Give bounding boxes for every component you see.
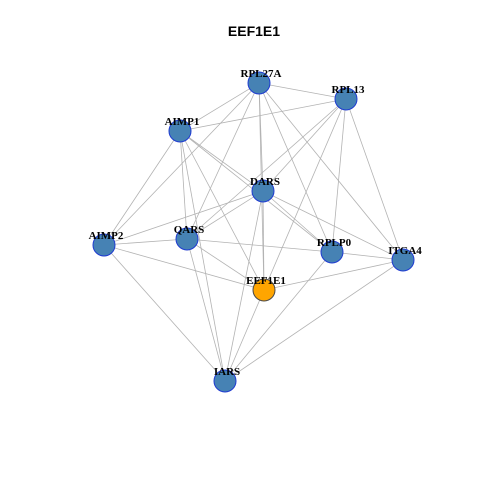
edge-aimp2-eef1e1 <box>103 244 265 291</box>
edge-rpl27a-rplp0 <box>258 82 333 253</box>
edge-qars-eef1e1 <box>186 238 265 291</box>
edge-rpl27a-rpl13 <box>258 82 347 100</box>
node-label-iars: IARS <box>214 366 240 378</box>
edge-dars-qars <box>186 190 264 240</box>
edge-dars-aimp2 <box>103 190 264 246</box>
node-label-qars: QARS <box>174 224 205 236</box>
node-label-dars: DARS <box>250 176 280 188</box>
node-rplp0 <box>320 240 344 264</box>
edge-dars-itga4 <box>262 190 404 261</box>
edge-aimp1-dars <box>179 130 264 192</box>
node-aimp2 <box>92 233 116 257</box>
edge-layer <box>103 82 404 382</box>
edge-dars-rplp0 <box>262 190 333 253</box>
edge-rpl27a-aimp2 <box>103 82 260 246</box>
node-label-rpl13: RPL13 <box>332 84 366 96</box>
node-label-rpl27a: RPL27A <box>241 68 282 80</box>
edge-rplp0-iars <box>224 251 333 382</box>
node-eef1e1 <box>252 278 276 302</box>
node-itga4 <box>391 248 415 272</box>
node-qars <box>175 227 199 251</box>
edge-rpl13-aimp1 <box>179 98 347 132</box>
node-rpl27a <box>247 71 271 95</box>
edge-rplp0-itga4 <box>331 251 404 261</box>
edge-itga4-iars <box>224 259 404 382</box>
edge-rpl13-dars <box>262 98 347 192</box>
edge-qars-rplp0 <box>186 238 333 253</box>
node-label-aimp1: AIMP1 <box>165 116 200 128</box>
edge-aimp2-qars <box>103 238 188 246</box>
edge-rpl27a-qars <box>186 82 260 240</box>
node-aimp1 <box>168 119 192 143</box>
edge-itga4-eef1e1 <box>263 259 404 291</box>
edge-eef1e1-iars <box>224 289 265 382</box>
node-dars <box>251 179 275 203</box>
edge-aimp1-eef1e1 <box>179 130 265 291</box>
edge-aimp1-qars <box>179 130 188 240</box>
node-iars <box>213 369 237 393</box>
edge-rpl13-eef1e1 <box>263 98 347 291</box>
edge-rpl13-qars <box>186 98 347 240</box>
edge-rpl27a-aimp1 <box>179 82 260 132</box>
graph-title: EEF1E1 <box>228 23 280 39</box>
edge-dars-iars <box>224 190 264 382</box>
node-layer <box>92 71 415 393</box>
edge-aimp1-aimp2 <box>103 130 181 246</box>
node-label-rplp0: RPLP0 <box>317 237 352 249</box>
edge-rpl27a-itga4 <box>258 82 404 261</box>
node-label-aimp2: AIMP2 <box>89 230 124 242</box>
edge-qars-iars <box>186 238 226 382</box>
edge-aimp1-iars <box>179 130 226 382</box>
node-label-eef1e1: EEF1E1 <box>246 275 286 287</box>
edge-rpl13-itga4 <box>345 98 404 261</box>
edge-dars-eef1e1 <box>262 190 265 291</box>
edge-aimp2-iars <box>103 244 226 382</box>
node-rpl13 <box>334 87 358 111</box>
node-label-itga4: ITGA4 <box>388 245 422 257</box>
